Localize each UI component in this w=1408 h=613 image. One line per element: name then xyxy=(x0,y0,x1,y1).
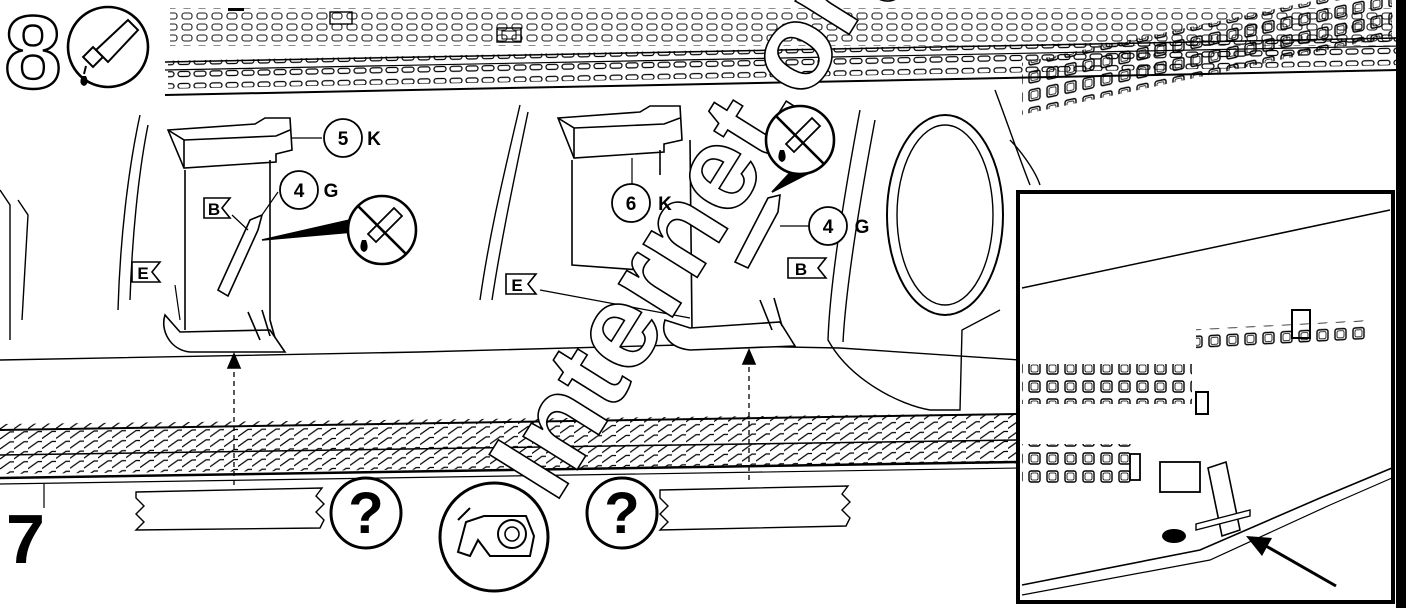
flag-label: E xyxy=(511,276,522,295)
callout-number: 4 xyxy=(294,181,305,202)
detail-holes xyxy=(1021,0,1392,484)
flag-b-right: B xyxy=(787,257,828,279)
callout-letter: G xyxy=(855,217,870,238)
callout-4g-right: 4 G xyxy=(808,206,870,246)
callout-5k: 5 K xyxy=(323,118,381,158)
page-edge xyxy=(1396,0,1406,608)
callout-letter: K xyxy=(658,194,672,215)
flag-b-left: B xyxy=(203,197,232,219)
step-badge: 8 xyxy=(3,0,150,112)
flag-label: E xyxy=(137,264,148,283)
flag-e-right: E xyxy=(505,273,538,295)
tape-strip-right xyxy=(658,485,851,531)
tape-strip-left xyxy=(134,487,325,531)
callout-letter: G xyxy=(324,181,339,202)
glue-tube-icon xyxy=(66,5,150,89)
callout-number: 4 xyxy=(823,217,834,238)
callout-number: 5 xyxy=(338,129,349,150)
callout-6k: 6 K xyxy=(611,183,672,223)
svg-text:?: ? xyxy=(604,481,639,546)
no-glue-icon xyxy=(346,194,418,266)
flag-label: B xyxy=(795,260,807,279)
no-glue-icon xyxy=(764,104,836,176)
arrow-icon xyxy=(1246,536,1337,588)
part-7-strip xyxy=(0,413,1021,508)
step-number: 8 xyxy=(4,0,62,111)
callout-4g-left: 4 G xyxy=(279,170,339,210)
callout-letter: K xyxy=(367,129,381,150)
left-assembly xyxy=(163,117,353,485)
question-icon: ? xyxy=(329,476,403,550)
flag-e-left: E xyxy=(131,261,162,283)
tape-dispenser-icon xyxy=(438,481,550,593)
question-icon: ? xyxy=(585,476,659,550)
svg-text:?: ? xyxy=(348,481,383,546)
part-number: 7 xyxy=(6,500,45,578)
flag-label: B xyxy=(208,200,220,219)
right-assembly xyxy=(539,105,817,480)
detail-inset xyxy=(1016,0,1395,604)
callout-number: 6 xyxy=(626,194,637,215)
